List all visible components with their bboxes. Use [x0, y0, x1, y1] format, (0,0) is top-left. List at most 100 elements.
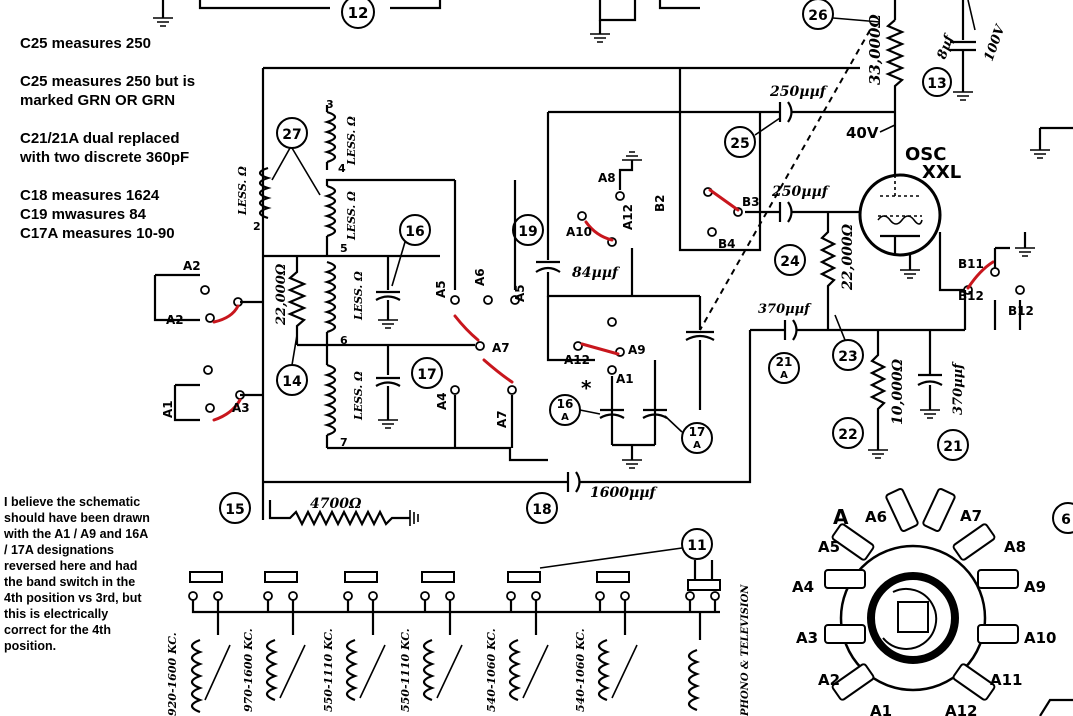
- svg-text:LESS. Ω: LESS. Ω: [352, 271, 365, 321]
- leader-26: [832, 17, 881, 23]
- b12-wires: [963, 290, 1022, 330]
- switch-terminal: [450, 295, 460, 305]
- note-c18: C18 measures 1624: [20, 187, 160, 204]
- capacitor-c21: [917, 330, 943, 410]
- coil-secondary: [323, 184, 337, 238]
- leader-16a-17a: [579, 409, 683, 433]
- svg-text:LESS. Ω: LESS. Ω: [352, 371, 365, 421]
- svg-text:A11: A11: [990, 671, 1022, 689]
- a1-wires: [173, 383, 200, 422]
- resistor-r26: [885, 19, 905, 130]
- switch-terminal: [607, 365, 617, 375]
- callout-6: 6: [1052, 502, 1073, 534]
- callout-22: 22: [832, 417, 864, 449]
- leader-14: [291, 334, 298, 366]
- switch-terminal: [450, 385, 460, 395]
- gang-capacitor: [685, 296, 715, 380]
- switch-terminal: [483, 295, 493, 305]
- svg-text:1600µµf: 1600µµf: [590, 485, 658, 501]
- gang-link: [699, 29, 871, 331]
- svg-text:25: 25: [730, 136, 749, 152]
- svg-text:84µµf: 84µµf: [572, 265, 621, 281]
- capacitor-c19: [535, 260, 700, 298]
- capacitor-c25: [778, 101, 793, 123]
- svg-text:B4: B4: [718, 237, 736, 251]
- svg-text:12: 12: [348, 4, 369, 22]
- svg-text:16: 16: [557, 397, 574, 411]
- svg-text:920-1600 KC.: 920-1600 KC.: [166, 632, 179, 716]
- svg-text:27: 27: [282, 127, 301, 143]
- svg-text:540-1060 KC.: 540-1060 KC.: [574, 628, 587, 712]
- annotation-switch-a3: [212, 398, 242, 422]
- callout-15: 15: [219, 492, 251, 524]
- coil-antenna: [258, 166, 272, 220]
- svg-text:13: 13: [927, 76, 946, 92]
- svg-text:550-1110 KC.: 550-1110 KC.: [322, 628, 335, 712]
- note-c19: C19 mwasures 84: [20, 206, 146, 223]
- switch-terminal: [577, 211, 587, 221]
- svg-text:7: 7: [340, 436, 348, 449]
- svg-text:8µf: 8µf: [935, 31, 958, 61]
- svg-text:22,000Ω: 22,000Ω: [274, 263, 289, 326]
- leader-11: [539, 547, 683, 569]
- coil-osc-1: [323, 260, 337, 334]
- svg-text:A12: A12: [564, 353, 590, 367]
- ground-symbol: [622, 151, 642, 161]
- switch-terminal: [203, 365, 213, 375]
- svg-text:6: 6: [340, 334, 348, 347]
- svg-text:A5: A5: [513, 284, 527, 302]
- svg-text:A3: A3: [796, 629, 818, 647]
- switch-terminal: [205, 403, 215, 413]
- ground-symbol: [153, 17, 173, 27]
- ground-symbol: [378, 419, 398, 429]
- svg-text:22: 22: [838, 427, 857, 443]
- switch-terminal: [510, 295, 520, 305]
- svg-text:40V: 40V: [846, 124, 879, 142]
- measurement-notes: C25 measures 250 C25 measures 250 but is…: [20, 34, 260, 243]
- callout-24: 24: [774, 244, 806, 276]
- svg-text:A4: A4: [435, 392, 449, 410]
- callout-19: 19: [512, 214, 544, 246]
- svg-text:18: 18: [532, 502, 551, 518]
- callout-16: 16: [399, 214, 431, 246]
- svg-text:A: A: [780, 370, 788, 381]
- annotation-switch-a2: [212, 304, 240, 324]
- svg-text:A7: A7: [492, 341, 510, 355]
- callout-18: 18: [526, 492, 558, 524]
- ground-symbol: [953, 91, 973, 101]
- svg-text:A12: A12: [945, 702, 977, 716]
- callout-12: 12: [341, 0, 375, 29]
- svg-text:A7: A7: [495, 410, 509, 428]
- callout-21: 21: [937, 429, 969, 461]
- svg-text:A2: A2: [166, 313, 184, 327]
- capacitor-c18: [566, 471, 581, 493]
- switch-terminal: [1015, 285, 1025, 295]
- callout-25: 25: [724, 126, 756, 158]
- svg-text:A6: A6: [865, 508, 887, 526]
- svg-text:550-1110 KC.: 550-1110 KC.: [399, 628, 412, 712]
- coil-wires: [325, 105, 455, 256]
- svg-text:A8: A8: [1004, 538, 1026, 556]
- ground-symbol: [920, 409, 940, 419]
- a12-feed: [546, 296, 595, 362]
- svg-text:6: 6: [1061, 512, 1071, 528]
- svg-text:B2: B2: [653, 195, 667, 213]
- svg-text:A6: A6: [473, 268, 487, 286]
- svg-text:250µµf: 250µµf: [771, 184, 831, 200]
- a2-wires: [153, 273, 200, 322]
- grid-wire: [938, 232, 965, 292]
- leader-voltage: [879, 124, 896, 133]
- svg-text:24: 24: [780, 254, 800, 270]
- right-wire: [1038, 126, 1073, 150]
- capacitor-c21a: [783, 319, 798, 341]
- resistor-r23: [819, 212, 837, 330]
- ground-symbol: [409, 510, 419, 526]
- svg-text:A5: A5: [818, 538, 840, 556]
- note-c25: C25 measures 250: [20, 35, 151, 52]
- svg-text:19: 19: [518, 224, 537, 240]
- ground-symbol: [378, 319, 398, 329]
- callout-17a: 17 A: [681, 422, 713, 454]
- resistor-r14: [287, 256, 307, 345]
- svg-text:10,000Ω: 10,000Ω: [890, 358, 906, 425]
- svg-text:3: 3: [326, 98, 334, 111]
